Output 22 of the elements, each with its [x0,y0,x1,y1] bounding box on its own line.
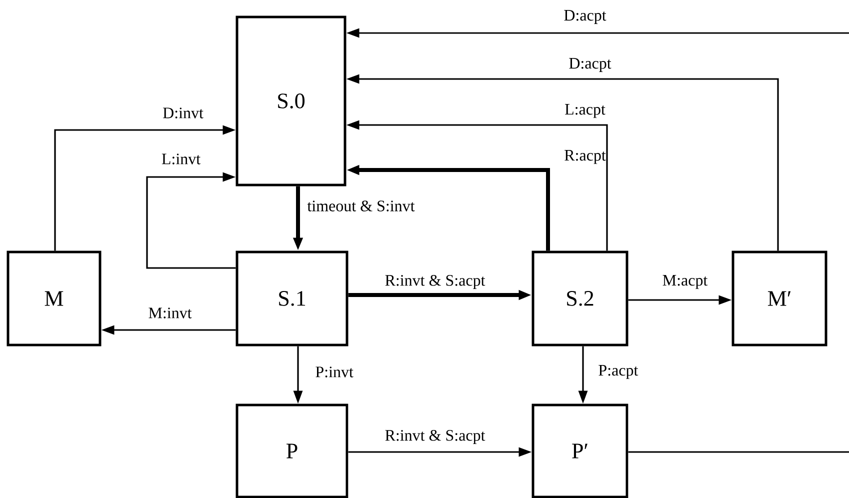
state-box: M′ [732,250,828,346]
edge-label: R:acpt [564,150,606,164]
state-box: P [236,404,348,498]
edge-label: timeout & S:invt [307,200,415,212]
edge-label: D:acpt [569,58,612,72]
connector-line [628,451,849,453]
state-box: M [6,250,102,346]
edge-label: R:invt & S:acpt [385,430,486,444]
edge-label: L:invt [162,154,200,164]
edge-label: R:invt & S:acpt [385,274,486,290]
arrow [146,172,236,269]
edge-label: L:acpt [565,104,606,118]
state-box: P′ [532,404,628,498]
edge-label: M:acpt [662,275,708,289]
edge-label: D:acpt [564,10,606,24]
state-box: S.0 [236,16,346,186]
state-box: S.2 [532,250,628,346]
state-box: S.1 [236,250,348,346]
edge-label: D:invt [163,108,204,118]
edge-label: M:invt [148,308,192,318]
edge-label: P:acpt [598,365,638,379]
edge-label: P:invt [316,366,354,378]
